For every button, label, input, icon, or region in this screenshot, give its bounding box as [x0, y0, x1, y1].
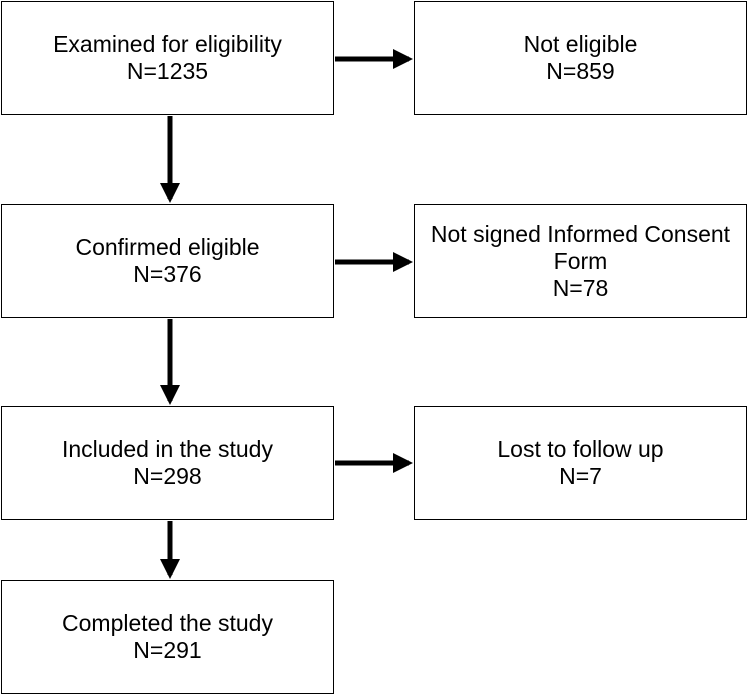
box-lost-to-follow-up: Lost to follow up N=7	[414, 406, 747, 520]
box-not-eligible: Not eligible N=859	[414, 1, 747, 115]
box-no-consent-count: N=78	[552, 274, 609, 301]
box-no-consent-label-line-2: Form	[553, 247, 608, 274]
box-included-count: N=298	[133, 463, 202, 489]
box-examined-label: Examined for eligibility	[53, 31, 282, 57]
box-not-eligible-count: N=859	[546, 58, 615, 84]
box-not-eligible-label: Not eligible	[523, 31, 638, 57]
box-completed-label: Completed the study	[62, 610, 273, 636]
box-confirmed-eligible-count: N=376	[133, 261, 202, 287]
box-examined-count: N=1235	[126, 58, 209, 84]
box-examined: Examined for eligibility N=1235	[1, 1, 334, 115]
box-completed-count: N=291	[133, 637, 202, 663]
box-confirmed-eligible: Confirmed eligible N=376	[1, 204, 334, 318]
box-confirmed-eligible-label: Confirmed eligible	[75, 234, 260, 260]
box-included-label: Included in the study	[62, 436, 273, 462]
box-lost-to-follow-up-count: N=7	[559, 463, 602, 489]
box-no-consent-label-line-1: Not signed Informed Consent	[430, 220, 731, 247]
box-completed: Completed the study N=291	[1, 580, 334, 694]
box-lost-to-follow-up-label: Lost to follow up	[497, 436, 664, 462]
box-included: Included in the study N=298	[1, 406, 334, 520]
box-no-consent: Not signed Informed Consent Form N=78	[414, 204, 747, 318]
